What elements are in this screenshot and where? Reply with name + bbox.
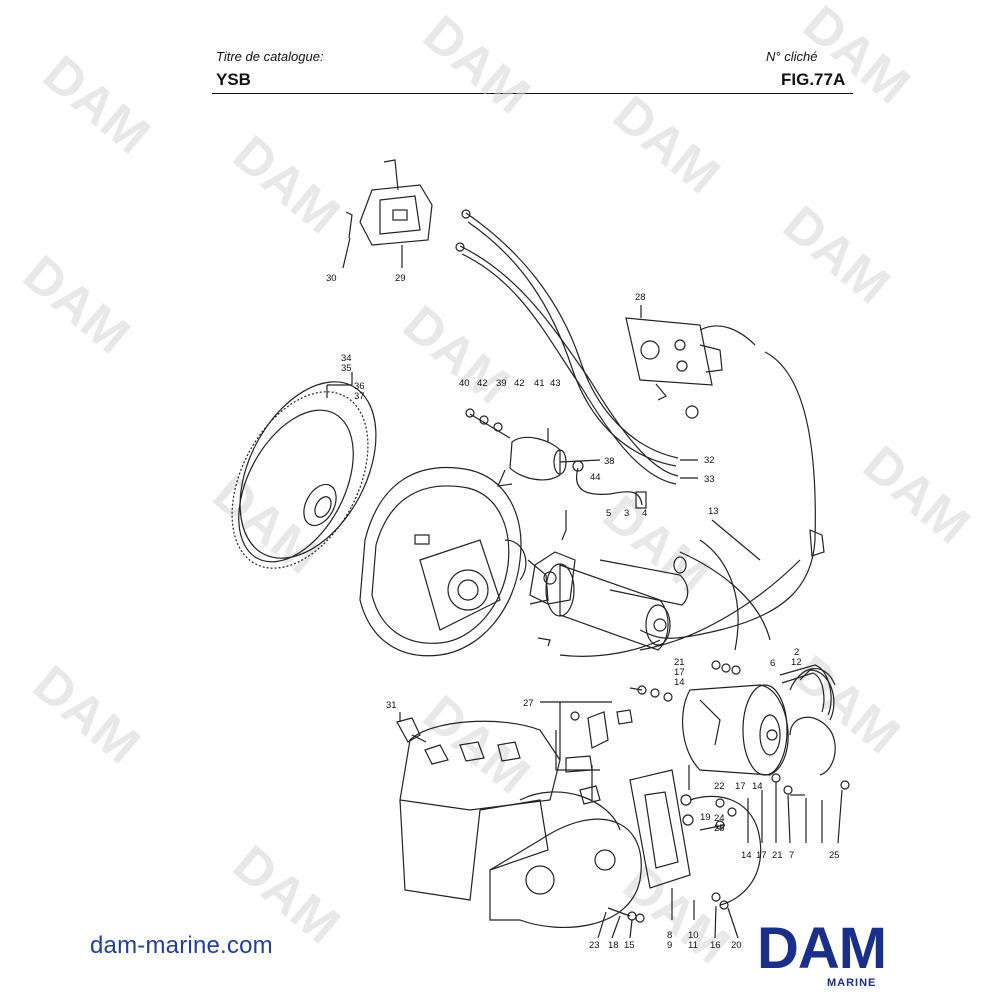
callout-9: 9 bbox=[667, 940, 672, 951]
callout-14c: 14 bbox=[741, 850, 752, 861]
callout-27: 27 bbox=[523, 698, 534, 709]
website-link[interactable]: dam-marine.com bbox=[90, 932, 273, 959]
callout-6: 6 bbox=[770, 658, 775, 669]
callout-37: 37 bbox=[354, 391, 365, 402]
callout-17a: 17 bbox=[674, 667, 685, 678]
watermark: DAM bbox=[22, 655, 150, 776]
watermark-layer: DAM DAM DAM DAM DAM DAM DAM DAM DAM DAM … bbox=[12, 0, 980, 975]
callout-14b: 14 bbox=[752, 781, 763, 792]
callout-38: 38 bbox=[604, 456, 615, 467]
callout-8: 8 bbox=[667, 930, 672, 941]
logo-subtext: MARINE bbox=[827, 977, 877, 989]
callout-21b: 21 bbox=[772, 850, 783, 861]
terminal-cover-part bbox=[342, 159, 433, 269]
callout-42a: 42 bbox=[477, 378, 488, 389]
callout-21a: 21 bbox=[674, 657, 685, 668]
callout-17c: 17 bbox=[756, 850, 767, 861]
callout-24: 24 bbox=[714, 813, 725, 824]
callout-20: 20 bbox=[731, 940, 742, 951]
callout-13: 13 bbox=[708, 506, 719, 517]
logo-wordmark: DAM bbox=[757, 916, 887, 981]
bell-housing-part bbox=[359, 466, 549, 657]
callout-labels: 30 29 28 34 35 36 37 40 42 39 42 41 43 3… bbox=[326, 273, 840, 951]
callout-14a: 14 bbox=[674, 677, 685, 688]
callout-10: 10 bbox=[688, 930, 699, 941]
engine-block-part bbox=[399, 720, 642, 929]
callout-31: 31 bbox=[386, 700, 397, 711]
callout-12: 12 bbox=[791, 657, 802, 668]
callout-11: 11 bbox=[688, 940, 698, 951]
callout-33: 33 bbox=[704, 474, 715, 485]
callout-18: 18 bbox=[608, 940, 619, 951]
callout-22: 22 bbox=[714, 781, 725, 792]
sensor-part bbox=[396, 712, 427, 743]
callout-19: 19 bbox=[700, 812, 711, 823]
catalog-title-label: Titre de catalogue: bbox=[216, 49, 324, 64]
callout-43: 43 bbox=[550, 378, 561, 389]
fasteners bbox=[597, 685, 850, 939]
callout-5: 5 bbox=[606, 508, 611, 519]
belt-part bbox=[779, 664, 832, 716]
callout-28: 28 bbox=[635, 292, 646, 303]
watermark: DAM bbox=[412, 5, 540, 126]
figure-number-value: FIG.77A bbox=[781, 70, 846, 89]
callout-44: 44 bbox=[590, 472, 601, 483]
callout-32: 32 bbox=[704, 455, 715, 466]
callout-16: 16 bbox=[710, 940, 721, 951]
wiring-harness bbox=[639, 351, 825, 675]
watermark: DAM bbox=[852, 435, 980, 556]
bracket-part bbox=[629, 765, 762, 920]
switch-group-part bbox=[540, 701, 633, 805]
battery-cables bbox=[455, 209, 698, 485]
callout-25a: 25 bbox=[714, 823, 725, 834]
watermark: DAM bbox=[222, 125, 350, 246]
callout-15: 15 bbox=[624, 940, 635, 951]
callout-35: 35 bbox=[341, 363, 352, 374]
callout-2: 2 bbox=[794, 647, 799, 658]
watermark: DAM bbox=[592, 485, 720, 606]
watermark: DAM bbox=[32, 45, 160, 166]
watermark: DAM bbox=[412, 685, 540, 806]
watermark: DAM bbox=[602, 85, 730, 206]
callout-39: 39 bbox=[496, 378, 507, 389]
solenoid-part bbox=[465, 408, 601, 487]
callout-17b: 17 bbox=[735, 781, 746, 792]
catalog-title-value: YSB bbox=[216, 70, 251, 89]
watermark: DAM bbox=[772, 195, 900, 316]
header-divider bbox=[212, 93, 853, 94]
callout-34: 34 bbox=[341, 353, 352, 364]
line-art bbox=[231, 159, 850, 939]
dam-marine-logo: DAM MARINE bbox=[757, 916, 952, 991]
callout-4: 4 bbox=[642, 508, 647, 519]
callout-30: 30 bbox=[326, 273, 337, 284]
starter-motor-part bbox=[529, 551, 689, 657]
callout-41: 41 bbox=[534, 378, 545, 389]
watermark: DAM bbox=[792, 0, 920, 115]
watermark: DAM bbox=[12, 245, 140, 366]
callout-3: 3 bbox=[624, 508, 629, 519]
callout-36: 36 bbox=[354, 381, 365, 392]
callout-7: 7 bbox=[789, 850, 794, 861]
alternator-part bbox=[681, 667, 836, 776]
figure-number-label: N° cliché bbox=[766, 49, 818, 64]
wire-44 bbox=[561, 460, 647, 541]
instrument-panel-part bbox=[625, 305, 756, 419]
watermark: DAM bbox=[392, 295, 520, 416]
callout-42b: 42 bbox=[514, 378, 525, 389]
watermark: DAM bbox=[612, 855, 740, 976]
callout-29: 29 bbox=[395, 273, 406, 284]
callout-23: 23 bbox=[589, 940, 600, 951]
flywheel-part bbox=[231, 372, 377, 569]
callout-25b: 25 bbox=[829, 850, 840, 861]
callout-40: 40 bbox=[459, 378, 470, 389]
